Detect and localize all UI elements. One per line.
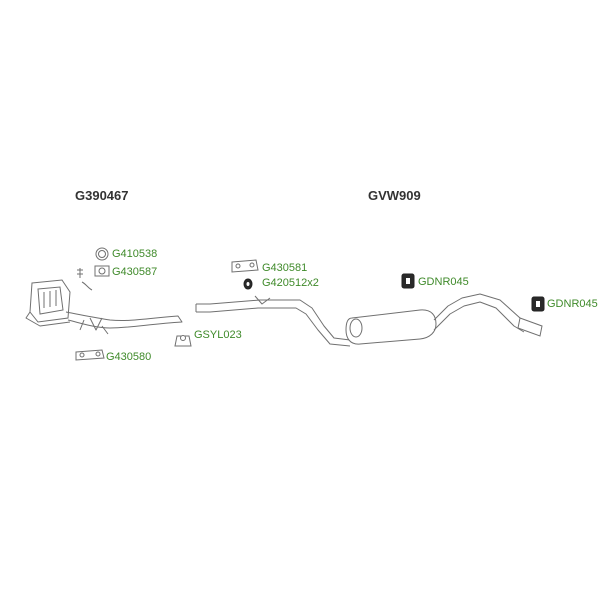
rear-silencer[interactable] [345,309,437,345]
part-link-flange-gasket-mid[interactable]: G430581 [262,262,308,274]
mid-pipe[interactable] [195,295,351,347]
part-link-hanger-2[interactable]: GDNR045 [547,298,598,310]
group-label-rear: GVW909 [368,188,421,203]
catalytic-converter[interactable] [25,279,71,327]
ring-gasket-drawing[interactable] [95,247,109,261]
clamp-drawing[interactable] [94,265,110,277]
flange-gasket-front-drawing[interactable] [75,349,105,361]
hanger-1-drawing[interactable] [401,273,415,289]
group-label-front: G390467 [75,188,129,203]
part-link-clamp[interactable]: G430587 [112,266,158,278]
part-link-rubber-ring[interactable]: G420512x2 [262,277,319,289]
part-link-mount-rubber[interactable]: GSYL023 [194,329,242,341]
sensor-drawing[interactable] [77,268,93,291]
part-link-flange-gasket-front[interactable]: G430580 [106,351,152,363]
tail-pipe[interactable] [433,293,543,337]
front-pipe[interactable] [65,311,183,335]
mount-rubber-drawing[interactable] [174,335,192,347]
part-link-ring-gasket[interactable]: G410538 [112,248,158,260]
part-link-hanger-1[interactable]: GDNR045 [418,276,469,288]
flange-gasket-mid-drawing[interactable] [231,259,259,273]
rubber-ring-drawing[interactable] [243,278,253,290]
hanger-2-drawing[interactable] [531,296,545,312]
